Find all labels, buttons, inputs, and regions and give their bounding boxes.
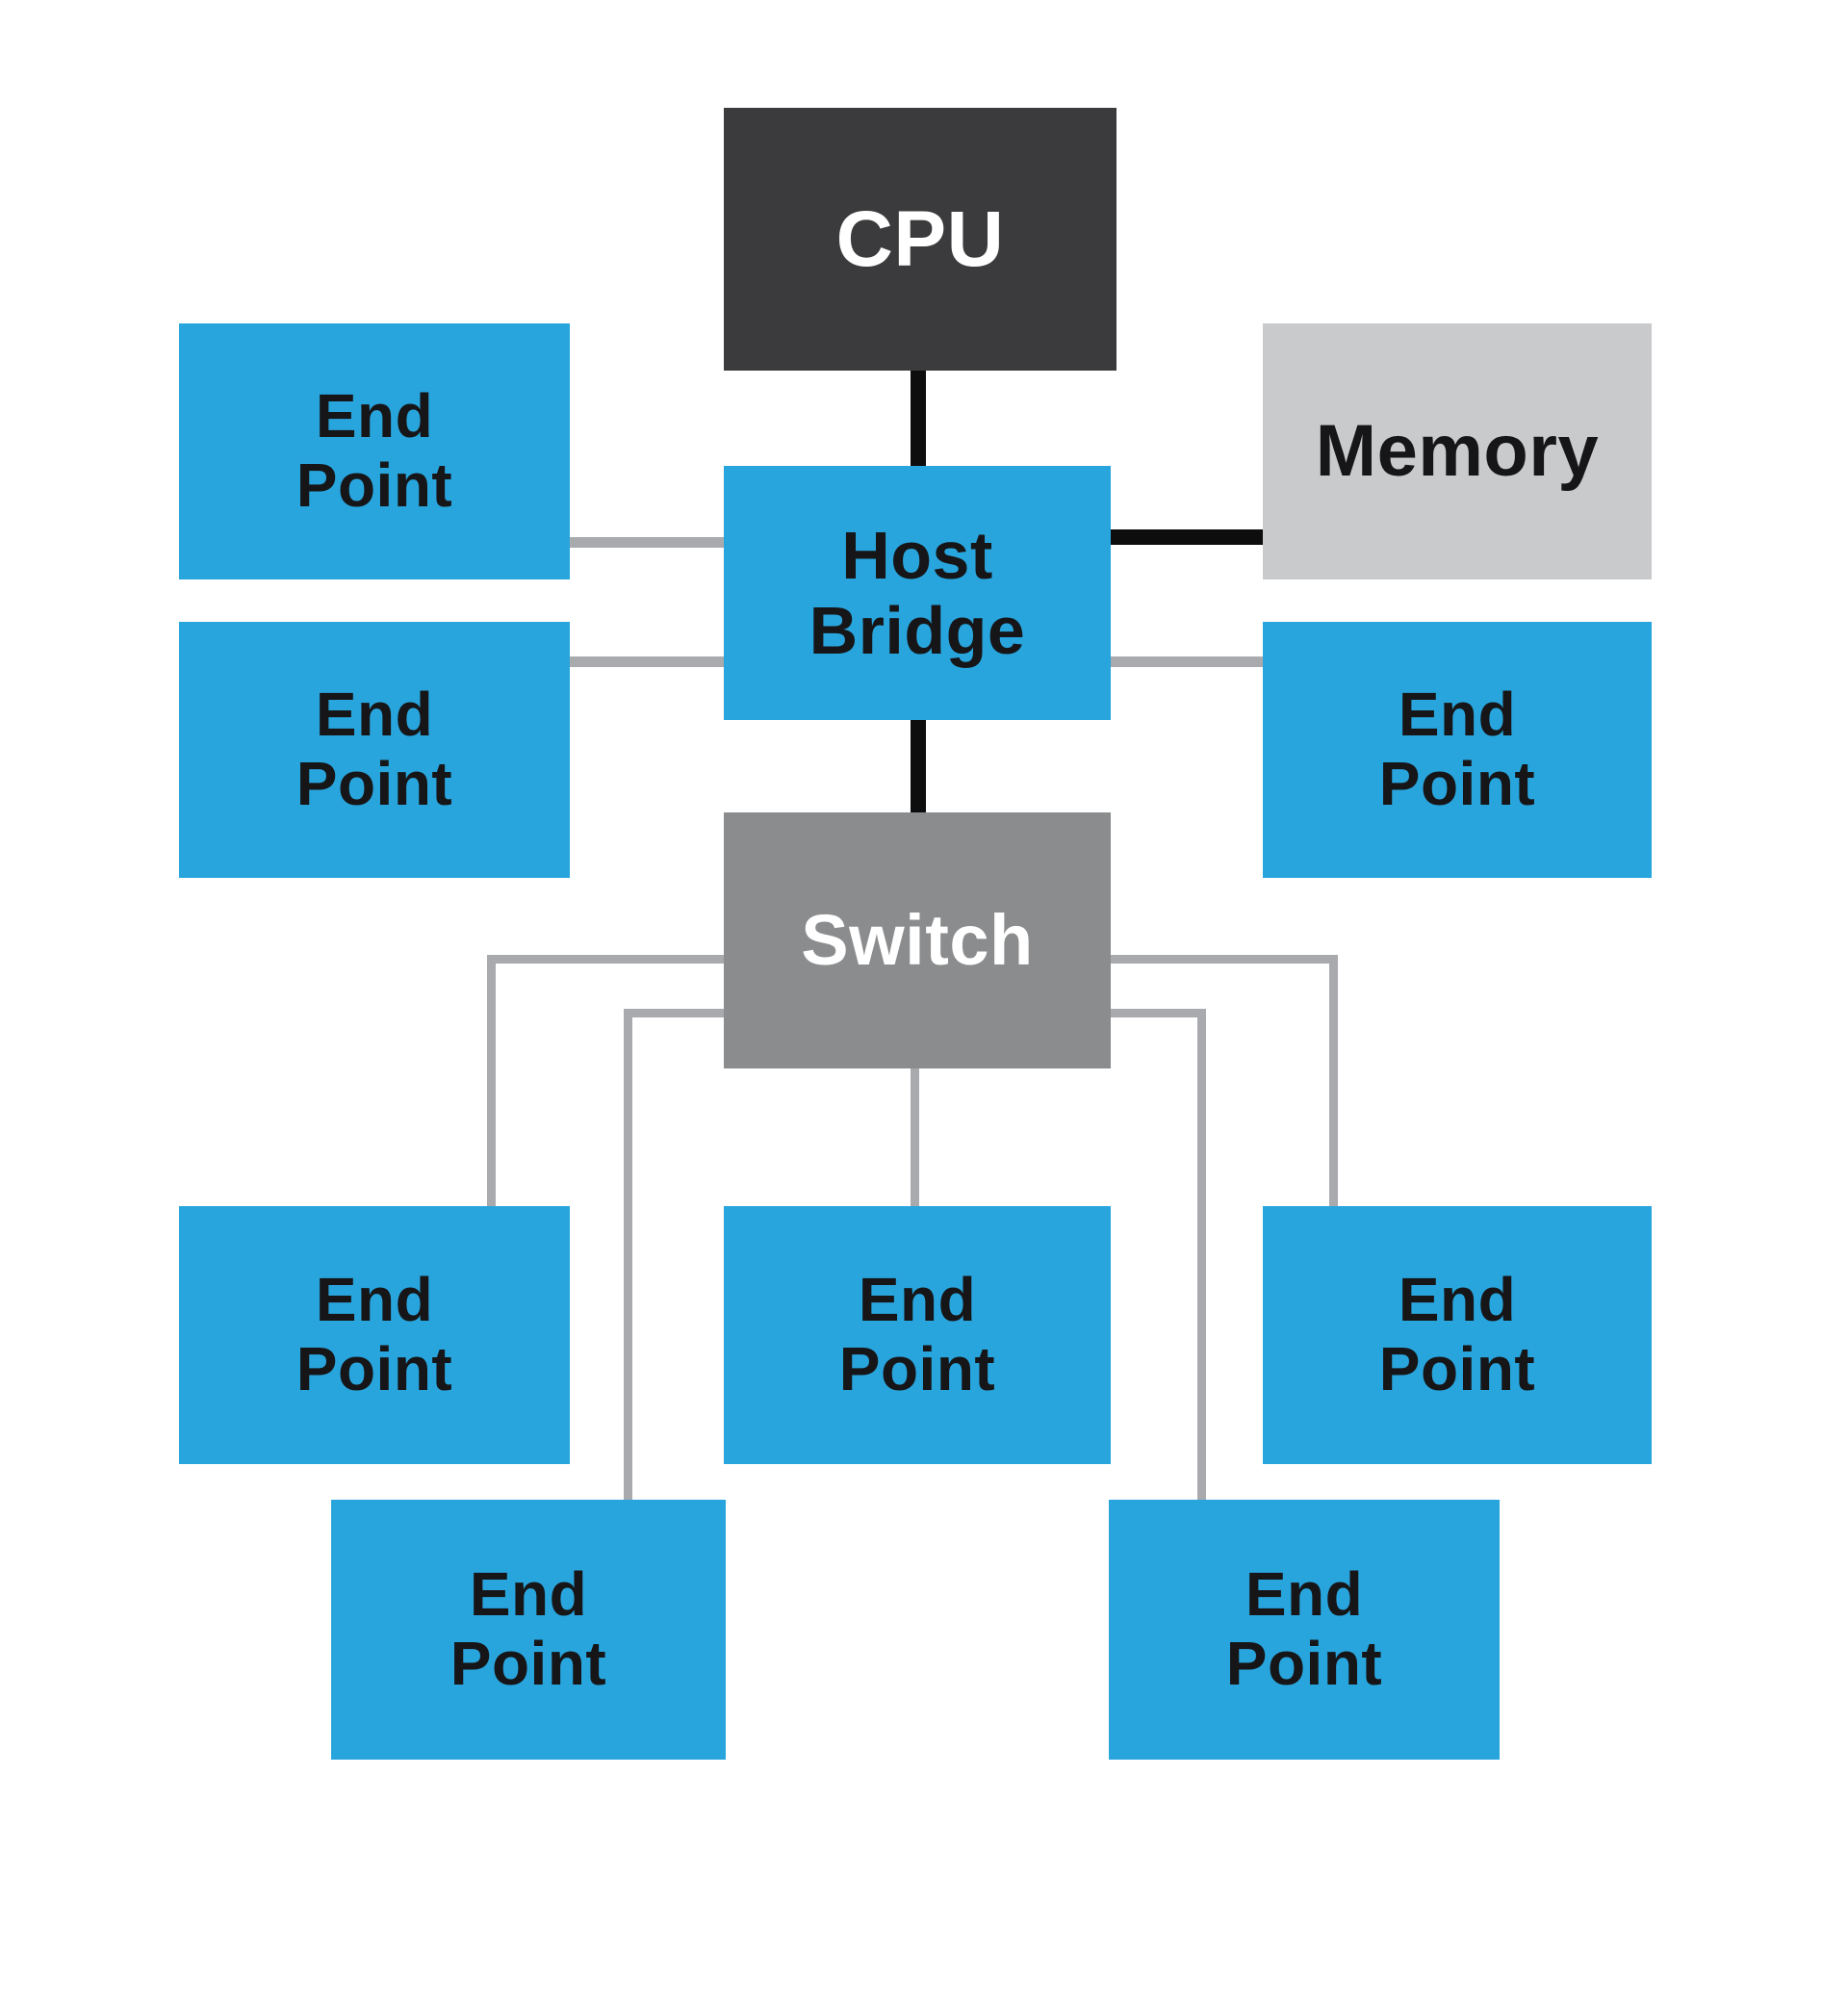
node-endpoint-right: End Point: [1263, 622, 1652, 878]
node-endpoint-bottom-center: End Point: [724, 1206, 1111, 1464]
edge-switch-epbottomcenter: [911, 1068, 919, 1208]
edge-switch-eplowerright-h: [1109, 1009, 1206, 1017]
node-endpoint-top-left-label: End Point: [295, 381, 453, 520]
edge-switch-eplowerleft-h: [624, 1009, 726, 1017]
node-endpoint-bottom-left: End Point: [179, 1206, 570, 1464]
node-cpu: CPU: [724, 108, 1116, 371]
node-cpu-label: CPU: [835, 194, 1005, 283]
node-endpoint-lower-right-label: End Point: [1225, 1559, 1383, 1698]
edge-cpu-hostbridge: [911, 369, 926, 468]
node-endpoint-lower-right: End Point: [1109, 1500, 1500, 1760]
node-endpoint-bottom-right-label: End Point: [1378, 1265, 1536, 1403]
edge-switch-epbottomleft-v: [487, 955, 496, 1208]
node-endpoint-bottom-center-label: End Point: [838, 1265, 996, 1403]
node-switch: Switch: [724, 812, 1111, 1068]
node-endpoint-lower-left-label: End Point: [449, 1559, 607, 1698]
node-host-bridge-label: Host Bridge: [808, 517, 1026, 668]
edge-switch-epbottomright-v: [1329, 955, 1338, 1208]
node-memory: Memory: [1263, 323, 1652, 579]
edge-switch-epbottomleft-h: [487, 955, 726, 964]
node-endpoint-right-label: End Point: [1378, 680, 1536, 818]
edge-hostbridge-memory: [1109, 529, 1265, 545]
node-host-bridge: Host Bridge: [724, 466, 1111, 720]
edge-hostbridge-epright: [1109, 656, 1265, 667]
edge-hostbridge-switch: [911, 718, 926, 814]
node-endpoint-mid-left-label: End Point: [295, 680, 453, 818]
edge-eptopleft-hostbridge: [568, 537, 726, 548]
node-endpoint-top-left: End Point: [179, 323, 570, 579]
edge-switch-eplowerleft-v: [624, 1009, 632, 1502]
node-endpoint-bottom-left-label: End Point: [295, 1265, 453, 1403]
edge-switch-epbottomright-h: [1109, 955, 1338, 964]
node-memory-label: Memory: [1315, 410, 1600, 493]
node-switch-label: Switch: [801, 899, 1034, 980]
node-endpoint-bottom-right: End Point: [1263, 1206, 1652, 1464]
node-endpoint-mid-left: End Point: [179, 622, 570, 878]
edge-epmidleft-hostbridge: [568, 656, 726, 667]
edge-switch-eplowerright-v: [1197, 1009, 1206, 1502]
node-endpoint-lower-left: End Point: [331, 1500, 726, 1760]
